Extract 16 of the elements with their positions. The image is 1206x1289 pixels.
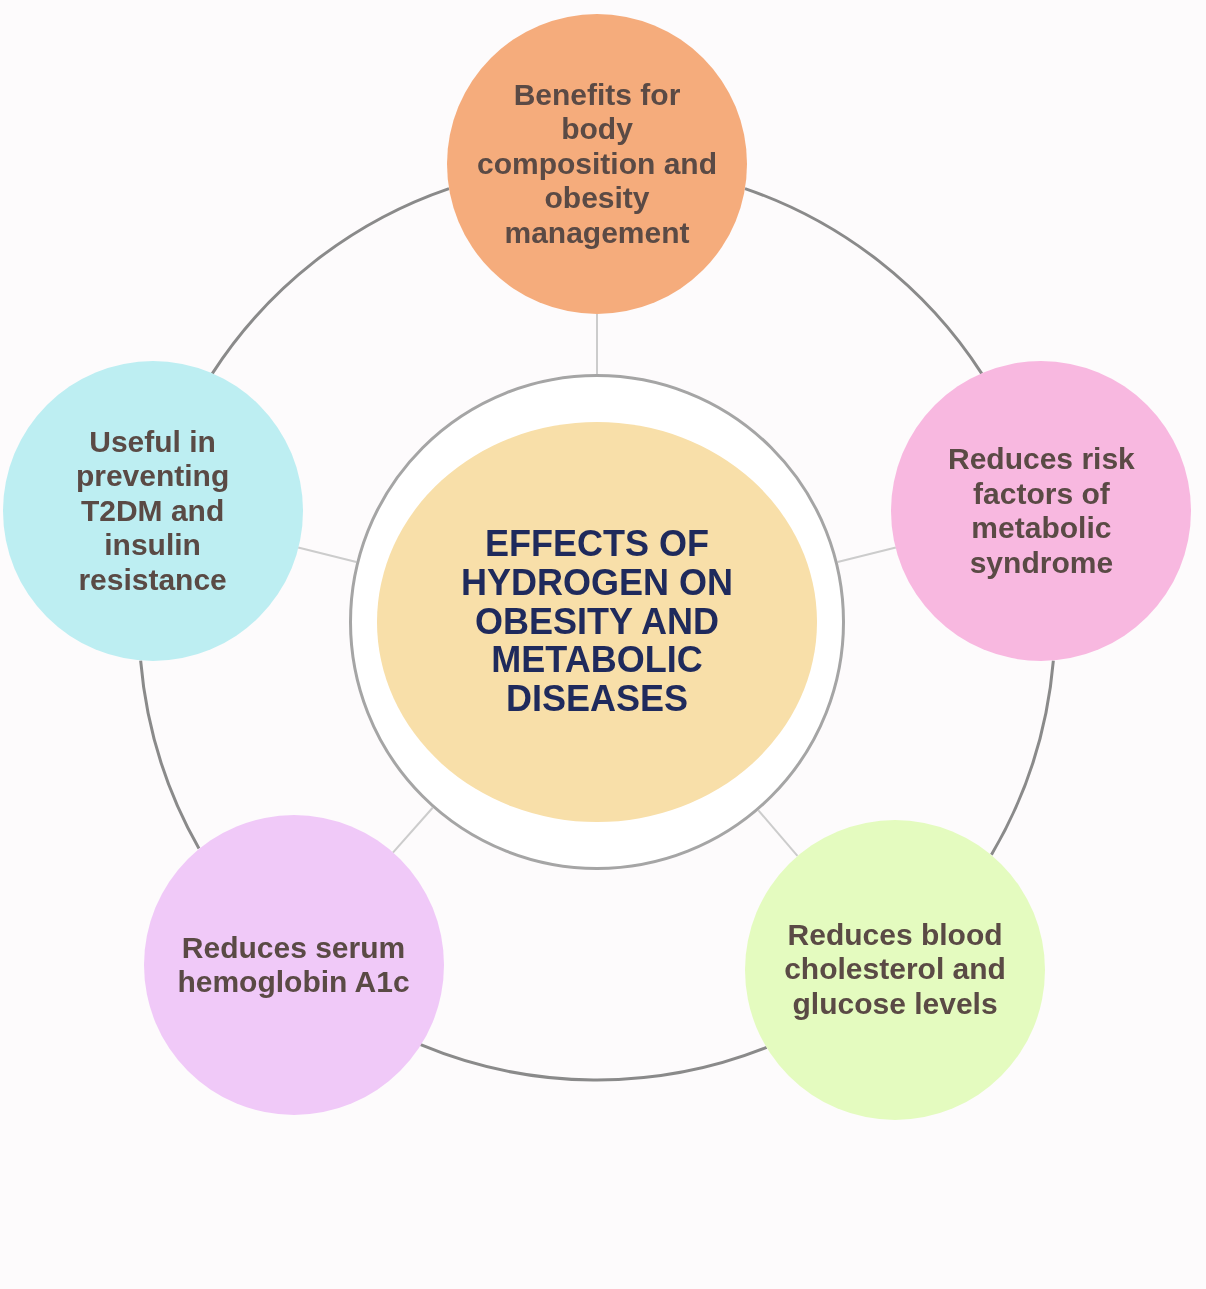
ring-arc bbox=[139, 660, 201, 850]
effect-label: Reduces risk factors of metabolic syndrome bbox=[947, 442, 1136, 581]
spoke-line bbox=[757, 809, 799, 857]
effect-label: Reduces serum hemoglobin A1c bbox=[176, 930, 411, 1000]
ring-arc bbox=[990, 660, 1055, 856]
effect-label: Benefits for body composition and obesity management bbox=[477, 77, 717, 251]
spoke-line bbox=[836, 546, 897, 563]
ring-arc bbox=[211, 187, 450, 375]
ring-arc bbox=[420, 1043, 768, 1082]
center-title: EFFECTS OF HYDROGEN ON OBESITY AND METABOLIC DISEASES bbox=[460, 524, 734, 720]
ring-arc bbox=[744, 187, 983, 375]
spoke-line bbox=[297, 546, 358, 563]
spoke-line bbox=[391, 806, 434, 854]
effect-label: Useful in preventing T2DM and insulin resistance bbox=[74, 424, 231, 598]
spoke-line bbox=[596, 313, 598, 375]
effect-label: Reduces blood cholesterol and glucose levels bbox=[783, 918, 1007, 1022]
